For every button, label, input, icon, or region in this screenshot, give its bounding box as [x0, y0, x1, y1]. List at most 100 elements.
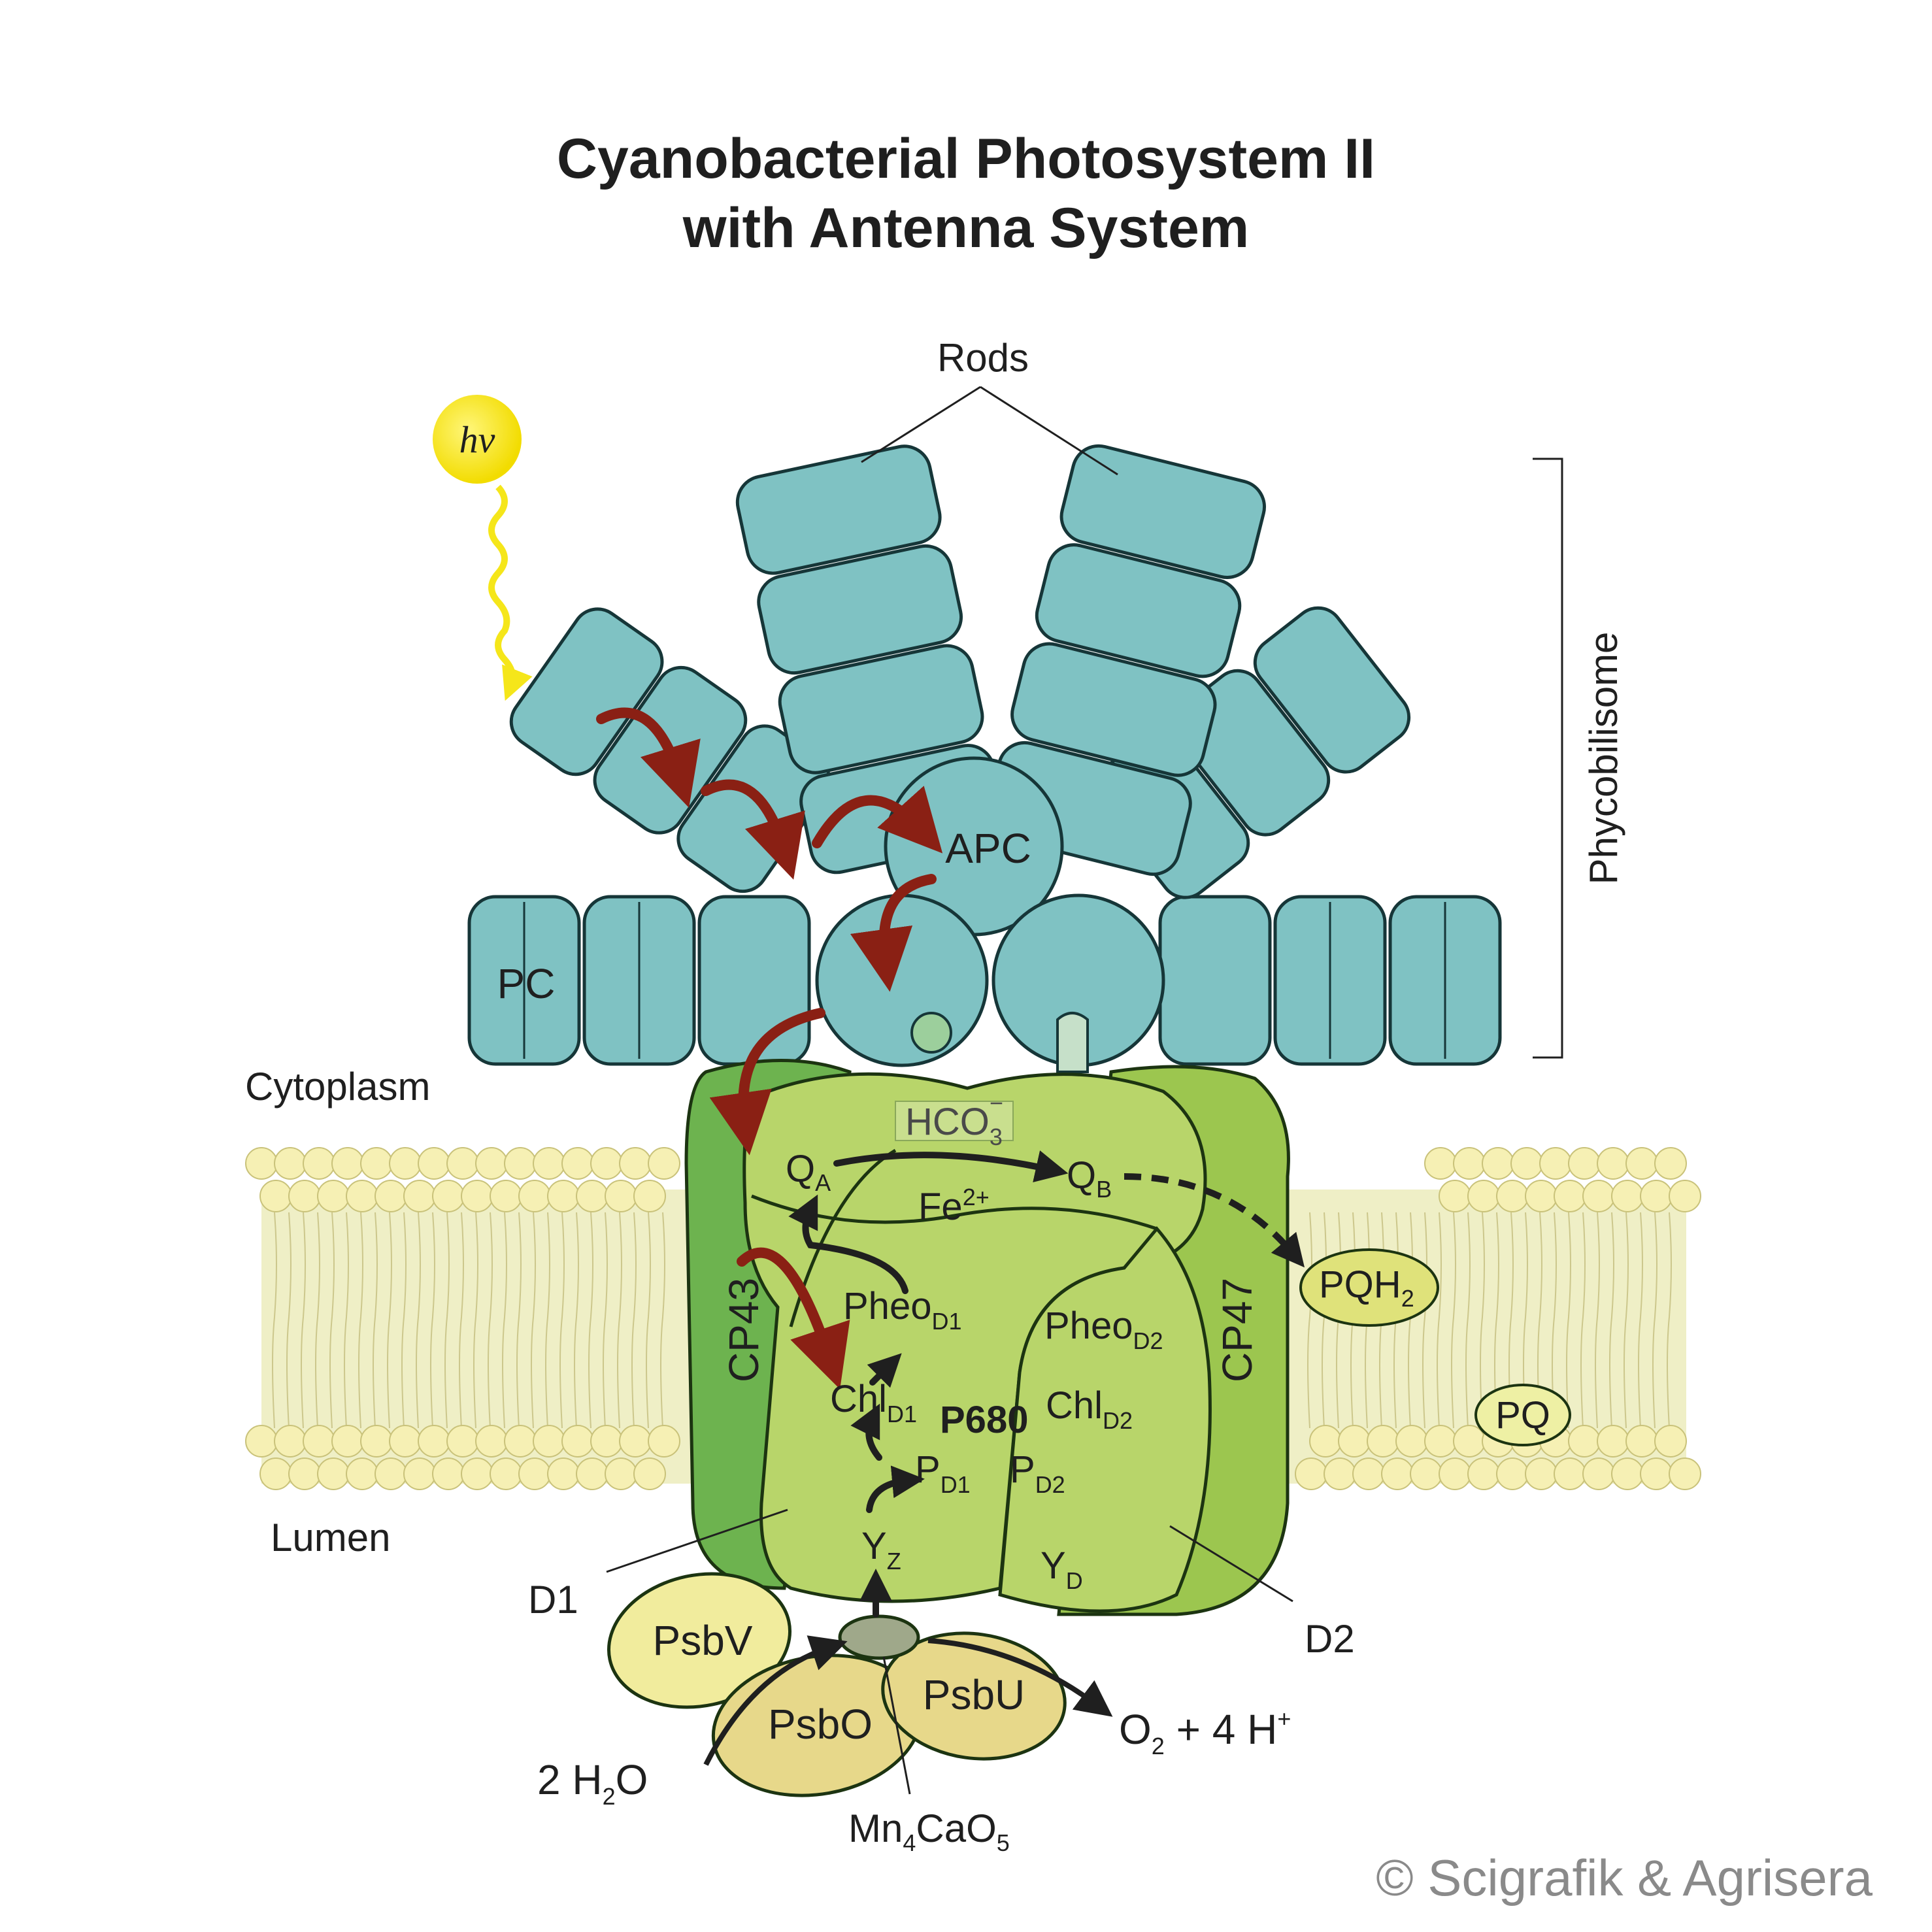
lipid-head: [317, 1180, 350, 1212]
lipid-tail: [617, 1212, 622, 1429]
lipid-tail: [646, 1212, 651, 1429]
lipid-head: [561, 1147, 594, 1180]
lipid-tail: [315, 1212, 320, 1429]
lipid-head: [619, 1425, 652, 1457]
energy-transfer-arrows: [596, 707, 943, 1390]
lipid-head: [1453, 1425, 1486, 1457]
cp47-label: CP47: [1214, 1278, 1261, 1382]
pq-ellipse: [1474, 1384, 1571, 1446]
p-d2-label: PD2: [1010, 1448, 1065, 1498]
lipid-head: [576, 1457, 608, 1490]
lipid-head: [461, 1180, 493, 1212]
pqh2-ellipse: [1299, 1248, 1439, 1327]
phycobilisome-bracket: [1533, 458, 1563, 1059]
lipid-head: [446, 1425, 479, 1457]
lipid-head: [1597, 1147, 1629, 1180]
lipid-head: [1352, 1457, 1385, 1490]
lumen-label: Lumen: [271, 1516, 390, 1559]
chl-d1-label: ChlD1: [830, 1378, 917, 1427]
lipid-tail: [1437, 1212, 1442, 1429]
rod-top-left: [735, 444, 1005, 874]
lipid-head: [518, 1457, 551, 1490]
lipid-tail: [1422, 1212, 1427, 1429]
pqh2-label: PQH2: [1319, 1263, 1414, 1312]
lipid-head: [1525, 1457, 1557, 1490]
hv-sun-icon: [433, 395, 522, 484]
lipid-head: [1582, 1457, 1615, 1490]
lipid-head: [561, 1425, 594, 1457]
lipid-tail: [387, 1212, 392, 1429]
lipid-head: [533, 1147, 565, 1180]
lipid-head: [432, 1457, 465, 1490]
lipid-tail: [301, 1212, 306, 1429]
psbv-label: PsbV: [653, 1617, 753, 1664]
lipid-head: [1482, 1147, 1514, 1180]
lipid-head: [1669, 1457, 1701, 1490]
lipid-head: [633, 1180, 666, 1212]
phycobilisome: [467, 444, 1502, 1073]
lipid-tail: [416, 1212, 421, 1429]
lipid-head: [1439, 1180, 1471, 1212]
lipid-tail: [1595, 1212, 1600, 1429]
lipid-head: [1309, 1425, 1342, 1457]
lipid-head: [605, 1457, 637, 1490]
lipid-tail: [1451, 1212, 1456, 1429]
lipid-head: [1611, 1180, 1644, 1212]
lipid-head: [504, 1425, 537, 1457]
lipid-head: [1625, 1425, 1658, 1457]
qb-label: QB: [1067, 1154, 1112, 1203]
lipid-head: [576, 1180, 608, 1212]
psbv-protein: [607, 1572, 792, 1709]
phycobilisome-label: Phycobilisome: [1582, 632, 1625, 885]
lipid-head: [1654, 1425, 1687, 1457]
lipid-head: [1367, 1425, 1399, 1457]
lipid-head: [288, 1457, 321, 1490]
linker-dot: [910, 1012, 952, 1054]
lipid-tail: [1566, 1212, 1571, 1429]
pointer-lines: [606, 386, 1563, 1795]
lipid-head: [1510, 1147, 1543, 1180]
lipid-head: [633, 1457, 666, 1490]
lipid-tail: [430, 1212, 435, 1429]
lipid-head: [403, 1457, 436, 1490]
mn4cao5-label: Mn4CaO5: [848, 1807, 1010, 1856]
lipid-tail: [545, 1212, 550, 1429]
lipid-head: [1467, 1180, 1500, 1212]
lipid-head: [418, 1425, 450, 1457]
core-membrane-linker: [1056, 1012, 1089, 1073]
pc-label: PC: [497, 960, 556, 1007]
lipid-head: [547, 1180, 580, 1212]
copyright-notice: © Scigrafik & Agrisera: [1376, 1849, 1873, 1907]
lipid-tail: [1552, 1212, 1557, 1429]
lipid-head: [1381, 1457, 1414, 1490]
lipid-tail: [373, 1212, 378, 1429]
qa-label: QA: [786, 1148, 831, 1196]
rods-label: Rods: [937, 336, 1029, 380]
lipid-head: [1453, 1147, 1486, 1180]
lipid-head: [1625, 1147, 1658, 1180]
yz-label: YZ: [861, 1525, 901, 1574]
title-line-1: Cyanobacterial Photosystem II: [557, 127, 1375, 190]
lipid-head: [518, 1180, 551, 1212]
lipid-head: [547, 1457, 580, 1490]
lipid-head: [360, 1425, 393, 1457]
cp43-label: CP43: [720, 1278, 767, 1382]
lipid-tail: [286, 1212, 291, 1429]
lipid-head: [1324, 1457, 1356, 1490]
lipid-head: [490, 1180, 522, 1212]
lipid-head: [1554, 1180, 1586, 1212]
mn4cao5-cluster: [838, 1614, 920, 1660]
lipid-head: [346, 1180, 378, 1212]
lipid-tail: [459, 1212, 464, 1429]
photon: hν: [433, 395, 533, 701]
pheo-d2-label: PheoD2: [1044, 1305, 1163, 1354]
lipid-head: [274, 1425, 307, 1457]
psbu-label: PsbU: [923, 1671, 1025, 1718]
lipid-tail: [1652, 1212, 1657, 1429]
lipid-head: [475, 1425, 508, 1457]
lipid-head: [1539, 1147, 1572, 1180]
lipid-head: [1568, 1425, 1601, 1457]
hco3-label: HCO3−: [905, 1090, 1003, 1150]
